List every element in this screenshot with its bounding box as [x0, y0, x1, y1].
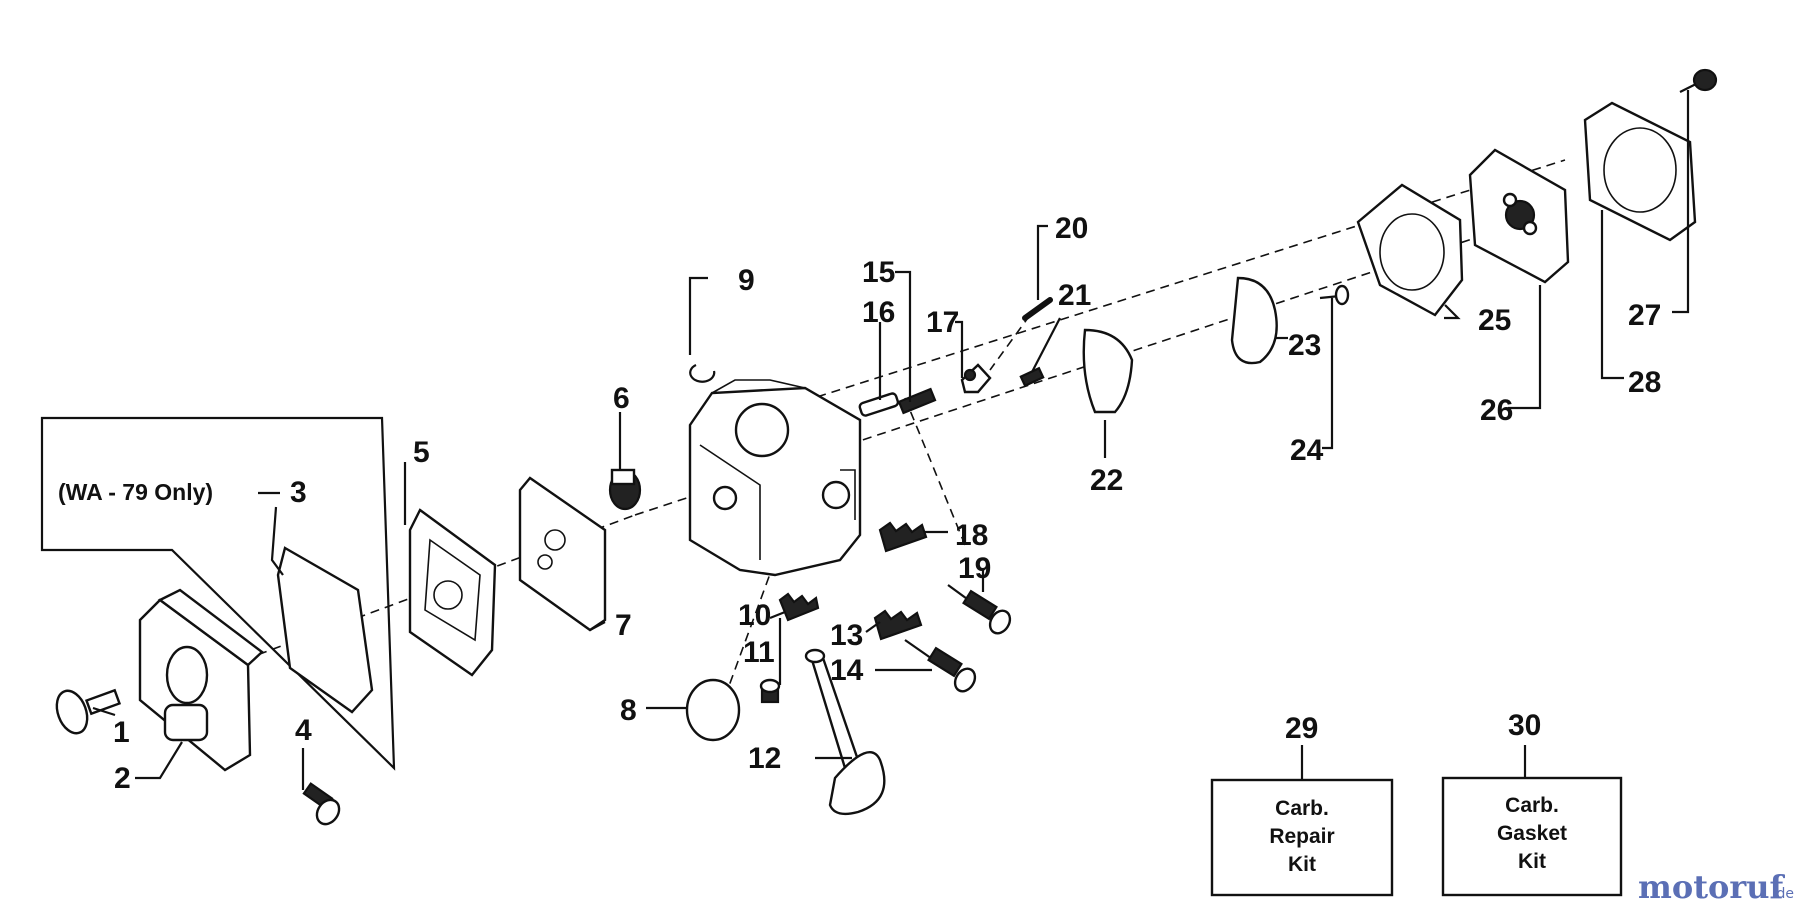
- kit-box-gasket: Carb. Gasket Kit: [1441, 776, 1623, 897]
- kit-repair-line-1: Carb.: [1275, 797, 1329, 820]
- part-14-adjust-screw: [904, 639, 977, 693]
- part-16-needle: [858, 392, 900, 417]
- callout-19: 19: [958, 552, 991, 585]
- callout-17: 17: [926, 306, 959, 339]
- part-6-plug: [608, 468, 642, 511]
- part-25-gasket: [1356, 183, 1464, 317]
- part-17-lever: [960, 363, 992, 394]
- callout-22: 22: [1090, 464, 1123, 497]
- callout-7: 7: [615, 609, 632, 642]
- part-4-screw: [302, 782, 341, 826]
- part-1-screw: [55, 688, 122, 735]
- callout-11: 11: [743, 636, 775, 669]
- part-18-spring: [878, 521, 928, 553]
- brand-name: motoruf: [1638, 868, 1785, 906]
- kit-gasket-line-1: Carb.: [1505, 794, 1559, 817]
- callout-21: 21: [1058, 279, 1091, 312]
- brand-suffix: .de: [1772, 886, 1794, 902]
- part-15-shaft: [897, 387, 937, 415]
- callout-4: 4: [295, 714, 312, 747]
- callout-3: 3: [290, 476, 307, 509]
- part-26-diaphragm: [1468, 148, 1570, 284]
- callout-10: 10: [738, 599, 771, 632]
- note-wa79-only: (WA - 79 Only): [58, 479, 213, 505]
- callout-23: 23: [1288, 329, 1321, 362]
- kit-gasket-line-2: Gasket: [1497, 822, 1567, 845]
- callout-12: 12: [748, 742, 781, 775]
- callout-1: 1: [113, 716, 130, 749]
- wa79-region-outline: [40, 416, 396, 771]
- kit-box-repair: Carb. Repair Kit: [1210, 778, 1394, 897]
- callout-15: 15: [862, 256, 895, 289]
- callout-30: 30: [1508, 709, 1541, 742]
- callout-14: 14: [830, 654, 864, 687]
- part-24-screw: [1319, 284, 1350, 306]
- callout-24: 24: [1290, 434, 1324, 467]
- callout-27: 27: [1628, 299, 1661, 332]
- callout-26: 26: [1480, 394, 1513, 427]
- part-23-throttle-disc: [1230, 276, 1278, 365]
- part-9-clip: [689, 363, 716, 383]
- part-21-screw: [1019, 366, 1045, 388]
- leader-lines: [92, 90, 1690, 790]
- callout-20: 20: [1055, 212, 1088, 245]
- part-28-cover: [1583, 101, 1697, 242]
- part-20-pin: [1022, 297, 1053, 321]
- callout-labels: 1 2 3 4 5 6 7 8 9 10 11 12 13 14 15 16 1…: [113, 212, 1661, 795]
- kit-repair-line-3: Kit: [1288, 853, 1316, 876]
- callout-28: 28: [1628, 366, 1661, 399]
- callout-6: 6: [613, 382, 630, 415]
- callout-29: 29: [1285, 712, 1318, 745]
- part-12-throttle-lever: [804, 648, 886, 816]
- kit-repair-line-2: Repair: [1269, 825, 1334, 848]
- part-10-spring: [778, 592, 820, 622]
- part-5-pump-plate: [408, 508, 497, 677]
- part-7-gasket: [518, 476, 607, 632]
- part-22-shutter-plate: [1082, 328, 1134, 414]
- callout-16: 16: [862, 296, 895, 329]
- callout-18: 18: [955, 519, 988, 552]
- part-8-disc: [685, 678, 741, 742]
- callout-25: 25: [1478, 304, 1511, 337]
- part-19-adjust-screw: [947, 584, 1012, 635]
- part-13-spring: [873, 609, 923, 641]
- part-3-gasket: [276, 546, 374, 714]
- part-2-inlet-cover: [138, 588, 264, 772]
- callout-2: 2: [114, 762, 131, 795]
- callout-13: 13: [830, 619, 863, 652]
- callout-5: 5: [413, 436, 430, 469]
- part-11-nut: [759, 678, 781, 704]
- carburetor-body: [688, 379, 862, 577]
- brand-watermark: motoruf .de: [1638, 868, 1794, 906]
- callout-9: 9: [738, 264, 755, 297]
- callout-8: 8: [620, 694, 637, 727]
- part-27-screw: [1679, 68, 1718, 93]
- kit-gasket-line-3: Kit: [1518, 850, 1546, 873]
